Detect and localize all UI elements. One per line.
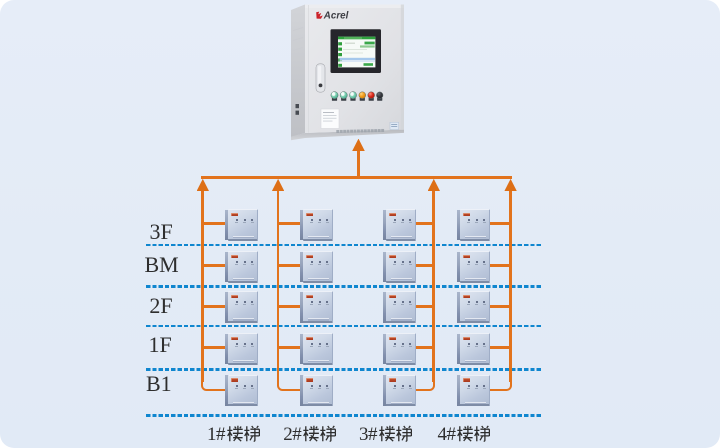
svg-text:Acrel: Acrel — [323, 11, 349, 22]
